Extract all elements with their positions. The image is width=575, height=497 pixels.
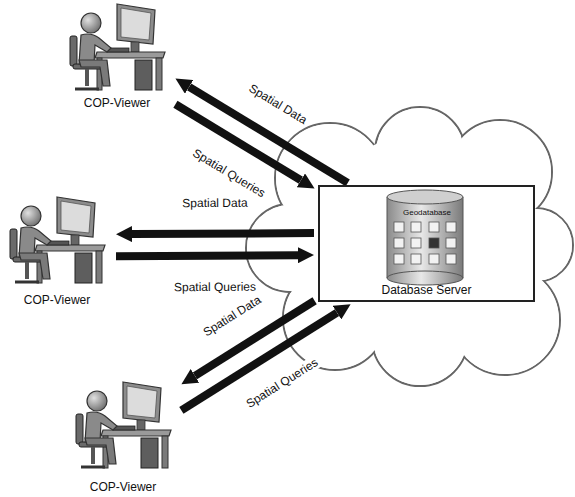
data-flow-arrow <box>175 104 300 180</box>
user-figure <box>76 382 171 468</box>
node-label: COP-Viewer <box>24 293 90 307</box>
database-cylinder <box>387 190 463 285</box>
client-node: COP-Viewer <box>62 0 172 112</box>
geodatabase-icons <box>394 222 456 264</box>
icon <box>429 254 439 264</box>
icon <box>429 238 439 248</box>
edge-label: Spatial Queries <box>172 279 258 293</box>
node-label: Database Server <box>381 283 471 297</box>
icon <box>411 238 421 248</box>
edge-label: Spatial Data <box>180 195 249 209</box>
data-flow-arrow <box>132 229 314 238</box>
node-label: Geodatabase <box>403 208 451 218</box>
data-flow-arrow <box>116 251 298 260</box>
user-figure <box>10 197 105 283</box>
edge-label: Spatial Data <box>244 80 311 128</box>
cylinder-bottom <box>387 271 463 285</box>
node-label: COP-Viewer <box>84 96 150 110</box>
client-node: COP-Viewer <box>68 372 178 496</box>
server-box: Database Server Geodatabase <box>318 185 535 302</box>
icon <box>446 254 456 264</box>
icon <box>394 222 404 232</box>
user-figure <box>70 4 165 90</box>
icon <box>394 254 404 264</box>
cylinder-outline <box>387 197 463 278</box>
icon <box>394 238 404 248</box>
icon <box>411 222 421 232</box>
icon <box>429 222 439 232</box>
client-node: COP-Viewer <box>2 182 112 309</box>
edge-label: Spatial Data <box>198 292 264 341</box>
cylinder-sides <box>387 197 463 278</box>
node-label: COP-Viewer <box>90 480 156 494</box>
cylinder-top <box>387 190 463 204</box>
server-ground <box>318 185 535 302</box>
database-node: Geodatabase <box>387 192 467 282</box>
icon <box>446 222 456 232</box>
icon <box>446 238 456 248</box>
icon <box>411 254 421 264</box>
cylinder-body <box>387 197 463 278</box>
